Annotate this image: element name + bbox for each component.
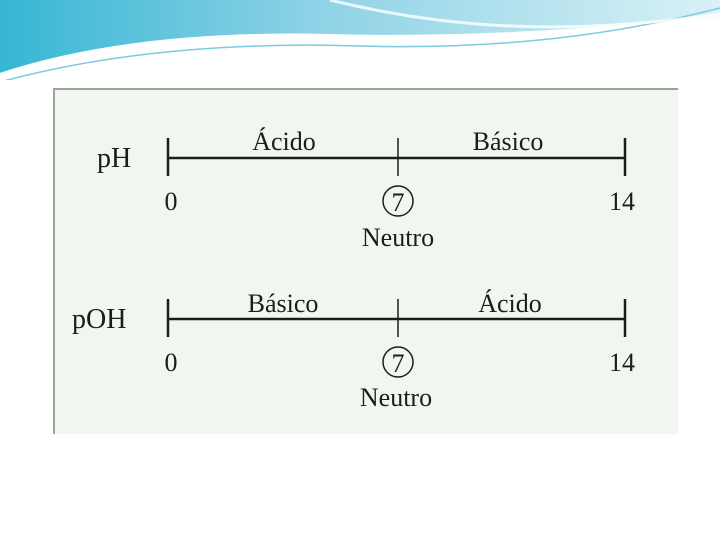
ph-scale-figure: pH Ácido Básico 0 7 14 Neutro pOH Básico… <box>53 88 678 434</box>
poh-left-region-label: Básico <box>248 289 319 318</box>
poh-mid-value: 7 <box>392 349 405 378</box>
poh-scale: pOH Básico Ácido 0 7 14 Neutro <box>72 289 635 412</box>
poh-min-value: 0 <box>165 348 178 377</box>
ph-label: pH <box>97 143 131 174</box>
ph-neutral-label: Neutro <box>362 223 434 252</box>
poh-right-region-label: Ácido <box>478 289 542 318</box>
ph-left-region-label: Ácido <box>252 127 316 156</box>
header-wave-decoration <box>0 0 720 80</box>
ph-min-value: 0 <box>165 187 178 216</box>
ph-mid-value: 7 <box>392 188 405 217</box>
poh-max-value: 14 <box>609 348 635 377</box>
poh-neutral-label: Neutro <box>360 383 432 412</box>
ph-max-value: 14 <box>609 187 635 216</box>
ph-scale: pH Ácido Básico 0 7 14 Neutro <box>97 127 635 252</box>
ph-poh-scales: pH Ácido Básico 0 7 14 Neutro pOH Básico… <box>55 90 680 436</box>
poh-label: pOH <box>72 304 126 335</box>
ph-right-region-label: Básico <box>473 127 544 156</box>
